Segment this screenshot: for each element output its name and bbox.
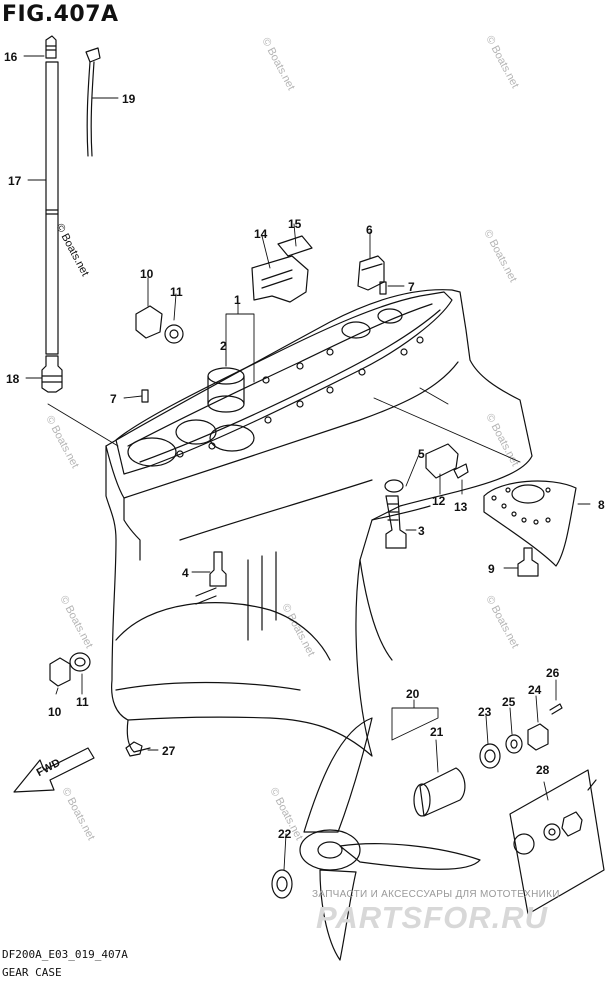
callout-group: 16 19 17 14 15 6 10 11 1 2 7 18 7 5 12 1…: [4, 50, 605, 841]
callout-23: 23: [478, 705, 492, 719]
nut-kit-box: [509, 769, 605, 915]
prop-bushing: [413, 767, 466, 817]
plate-assy: [251, 235, 313, 303]
watermark: © Boats.net: [53, 222, 91, 279]
zinc-block: [384, 443, 469, 493]
diagram-name: GEAR CASE: [2, 966, 62, 979]
propeller: [271, 717, 481, 961]
watermark: © Boats.net: [481, 228, 519, 285]
callout-25: 25: [502, 695, 516, 709]
callout-12: 12: [432, 494, 446, 508]
watermark: © Boats.net: [483, 34, 521, 91]
watermark: © Boats.net: [57, 594, 95, 651]
watermark: © Boats.net: [279, 602, 317, 659]
gear-case-body: [105, 289, 533, 757]
callout-8: 8: [598, 498, 605, 512]
callout-26: 26: [546, 666, 560, 680]
callout-22: 22: [278, 827, 292, 841]
callout-10: 10: [140, 267, 154, 281]
drive-shaft: [41, 35, 63, 393]
shop-logo: PARTSFOR.RU: [316, 900, 549, 935]
bolt-9: [517, 547, 539, 577]
callout-27: 27: [162, 744, 176, 758]
shop-tagline: ЗАПЧАСТИ И АКСЕССУАРЫ ДЛЯ МОТОТЕХНИКИ: [312, 889, 560, 900]
callout-19: 19: [122, 92, 136, 106]
watermark-group: © Boats.net © Boats.net © Boats.net © Bo…: [43, 34, 521, 843]
callout-6: 6: [366, 223, 373, 237]
washer-25: [505, 734, 523, 754]
callout-5: 5: [418, 447, 425, 461]
forward-arrow: [13, 747, 95, 793]
callout-14: 14: [254, 227, 268, 241]
leader-lines: [23, 55, 591, 871]
callout-4: 4: [182, 566, 189, 580]
callout-18: 18: [6, 372, 20, 386]
callout-1: 1: [234, 293, 241, 307]
callout-21: 21: [430, 725, 444, 739]
watermark: © Boats.net: [59, 786, 97, 843]
screw-27: [125, 741, 143, 757]
callout-11-lower: 11: [76, 695, 89, 709]
callout-13: 13: [454, 500, 468, 514]
cable-tie: [85, 47, 101, 157]
callout-15: 15: [288, 217, 302, 231]
callout-10-lower: 10: [48, 705, 62, 719]
watermark: © Boats.net: [43, 414, 81, 471]
callout-16: 16: [4, 50, 18, 64]
callout-24: 24: [528, 683, 542, 697]
callout-3: 3: [418, 524, 425, 538]
watermark: © Boats.net: [259, 36, 297, 93]
diagram-code: DF200A_E03_019_407A: [2, 948, 128, 961]
bolt-4: [209, 551, 227, 587]
plug-upper: [135, 305, 184, 344]
callout-2: 2: [220, 339, 227, 353]
nut-24: [527, 723, 549, 751]
figure-title: FIG.407A: [2, 2, 119, 27]
water-seal: [207, 367, 245, 413]
plug-lower: [49, 652, 91, 687]
callout-7-lower: 7: [110, 392, 117, 406]
watermark: © Boats.net: [483, 594, 521, 651]
trim-tab: [483, 480, 577, 567]
callout-20: 20: [406, 687, 420, 701]
callout-28: 28: [536, 763, 550, 777]
gasket-deck: [115, 291, 453, 475]
spacer-23: [479, 743, 501, 769]
callout-7: 7: [408, 280, 415, 294]
callout-9: 9: [488, 562, 495, 576]
callout-17: 17: [8, 174, 22, 188]
callout-11: 11: [170, 285, 183, 299]
bolt-3: [385, 495, 407, 549]
cotter-pin-26: [549, 703, 563, 715]
